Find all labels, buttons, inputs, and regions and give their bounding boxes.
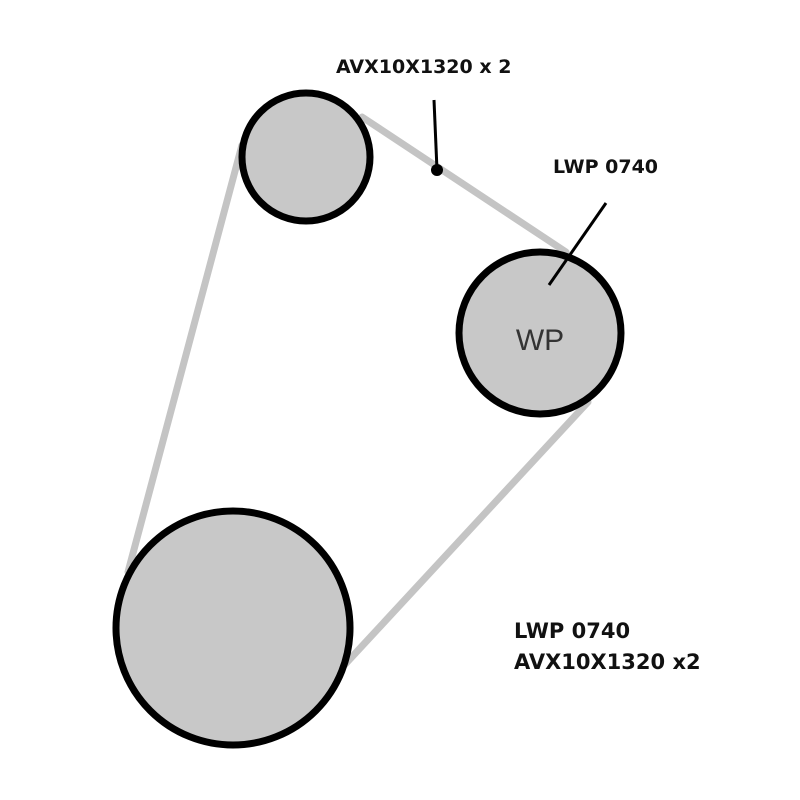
belt — [124, 113, 592, 676]
belt-right-segment — [334, 398, 592, 676]
belt-leader-dot — [431, 164, 443, 176]
crankshaft-pulley — [112, 507, 354, 749]
water-pump-label: WP — [516, 324, 564, 357]
pump-leader-line — [547, 202, 608, 286]
water-pump-pulley — [455, 248, 625, 418]
pump-callout: LWP 0740 — [553, 156, 659, 178]
belt-leader-line — [432, 99, 439, 171]
belt-top-segment — [358, 113, 570, 256]
summary-line-1: LWP 0740 — [514, 619, 631, 643]
belt-callout: AVX10X1320 x 2 — [336, 56, 512, 78]
summary-line-2: AVX10X1320 x2 — [514, 650, 701, 674]
belt-left-segment — [124, 141, 246, 576]
top-idler-pulley — [238, 89, 374, 225]
